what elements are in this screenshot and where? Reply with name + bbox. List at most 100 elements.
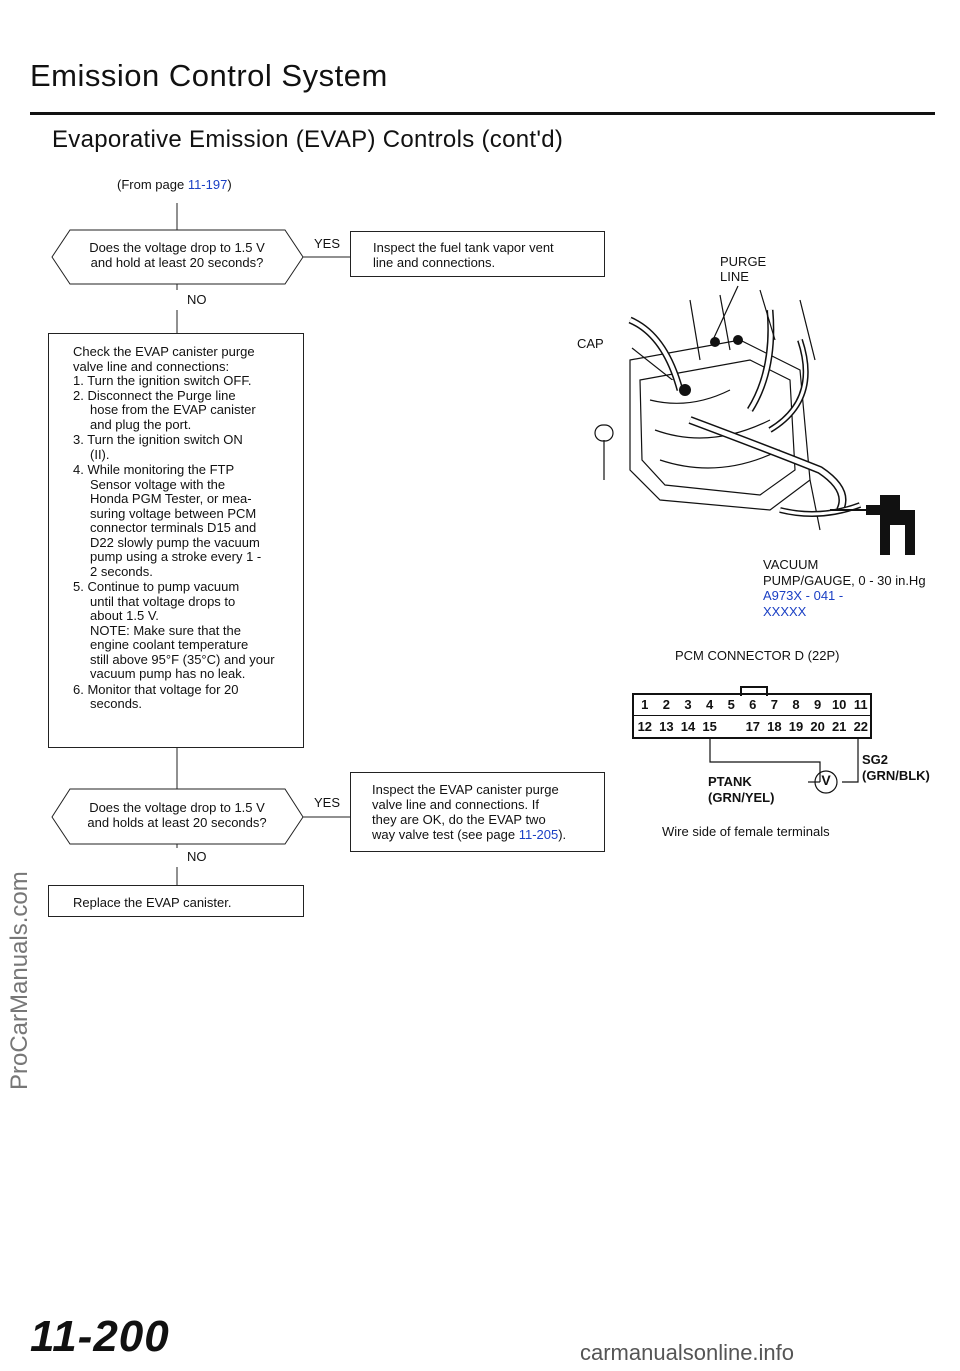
page-number: 11-200 [30,1312,170,1361]
pin-top-4: 4 [705,697,714,712]
connector-row-divider [632,715,872,716]
inspect-purge-line-3: they are OK, do the EVAP two [372,812,546,827]
inspect-purge-box: Inspect the EVAP canister purge valve li… [350,772,605,852]
inspect-vent-line-2: line and connections. [373,255,496,270]
pin-bottom-1: 12 [637,719,653,734]
inspect-purge-line-4-prefix: way valve test (see page [372,827,519,842]
vacuum-pump-part-link-2[interactable]: XXXXX [763,603,807,619]
purge-line-label-2: LINE [720,269,749,284]
step-5-note-2: engine coolant temperature [90,637,249,652]
step-5-line-3: about 1.5 V. [90,608,159,623]
connector-key [740,686,768,696]
sg2-label-2: (GRN/BLK) [862,768,930,783]
illustration-leaders [631,285,739,380]
two-way-valve-page-link[interactable]: 11-205 [518,827,559,842]
pin-top-3: 3 [684,697,692,712]
pin-top-9: 9 [813,697,822,712]
question-2-line-1: Does the voltage drop to 1.5 V [89,800,265,815]
pin-bottom-11: 22 [853,719,869,734]
title-rule [30,112,935,115]
side-watermark: ProCarManuals.com [6,871,33,1090]
step-5-note-3: still above 95°F (35°C) and your [90,651,275,667]
step-4-line-7: pump using a stroke every 1 - [90,549,262,564]
pin-bottom-10: 21 [831,719,847,734]
vacuum-pump-label-1: VACUUM [763,557,819,572]
sg2-label-1: SG2 [862,752,889,767]
inspect-vent-line-1: Inspect the fuel tank vapor vent [373,240,554,255]
step-5-note: NOTE: Make sure that the [90,622,242,638]
connector-caption: Wire side of female terminals [662,824,830,839]
step-4-line-8: 2 seconds. [90,563,153,579]
step-4: 4. While monitoring the FTP [73,462,235,477]
pin-top-10: 10 [831,697,847,712]
pin-bottom-3: 14 [680,719,696,734]
pin-top-7: 7 [770,697,778,712]
pin-top-8: 8 [792,697,800,712]
procedure-intro-1: Check the EVAP canister purge [73,344,255,359]
step-3-line-2: (II). [90,446,110,462]
replace-canister-text: Replace the EVAP canister. [73,895,232,910]
inspect-vent-box: Inspect the fuel tank vapor vent line an… [350,231,605,277]
pin-top-2: 2 [662,697,670,712]
step-6-line-2: seconds. [90,696,143,711]
pin-bottom-2: 13 [659,719,674,734]
step-2-line-3: and plug the port. [90,416,192,432]
step-3: 3. Turn the ignition switch ON [73,432,243,447]
pin-bottom-8: 19 [788,719,804,734]
evap-canister-illustration [594,289,915,555]
from-page-ref: (From page 11-197) [117,177,232,192]
question-2: Does the voltage drop to 1.5 V and holds… [62,800,292,830]
pin-top-5: 5 [727,697,735,712]
pin-top-6: 6 [749,697,757,712]
from-page-prefix: (From page [117,177,188,192]
ptank-label: PTANK (GRN/YEL) [708,774,774,806]
q1-yes-label: YES [314,236,341,251]
vacuum-pump-label: VACUUM PUMP/GAUGE, 0 - 30 in.Hg A973X - … [763,557,926,619]
inspect-purge-line-4-suffix: ). [558,827,567,842]
purge-line-label-1: PURGE [720,254,767,269]
replace-canister-box: Replace the EVAP canister. [48,885,304,917]
pin-bottom-4: 15 [702,719,717,734]
step-4-line-5: connector terminals D15 and [90,520,257,535]
vacuum-pump-part-link[interactable]: A973X - 041 - [763,588,844,603]
q2-no-label: NO [187,849,207,864]
question-1: Does the voltage drop to 1.5 V and hold … [62,240,292,270]
voltmeter-symbol: V [821,772,831,788]
q1-shape [51,229,304,285]
step-1: 1. Turn the ignition switch OFF. [73,373,252,388]
q2-shape [51,788,304,845]
step-2: 2. Disconnect the Purge line [73,387,236,403]
check-procedure-box: Check the EVAP canister purge valve line… [48,333,304,748]
step-2-line-2: hose from the EVAP canister [90,402,256,417]
bottom-watermark: carmanualsonline.info [580,1340,795,1365]
flowchart-lines [51,203,350,885]
page-title: Emission Control System [30,58,388,93]
ptank-label-1: PTANK [708,774,752,789]
section-subtitle: Evaporative Emission (EVAP) Controls (co… [52,126,564,153]
question-1-line-2: and hold at least 20 seconds? [90,255,264,270]
procedure-intro-2: valve line and connections: [73,358,230,374]
inspect-purge-line-4: way valve test (see page 11-205). [372,827,604,842]
vacuum-pump-label-2: PUMP/GAUGE, 0 - 30 in.Hg [763,572,926,588]
purge-line-label: PURGE LINE [720,254,766,284]
step-5-line-2: until that voltage drops to [90,593,236,609]
pin-top-11: 11 [853,697,868,712]
from-page-suffix: ) [227,177,232,192]
ptank-label-2: (GRN/YEL) [708,790,775,805]
pin-top-1: 1 [641,697,649,712]
meter-wiring [709,738,859,794]
step-5: 5. Continue to pump vacuum [73,579,240,594]
pin-bottom-7: 18 [767,719,782,734]
from-page-link[interactable]: 11-197 [187,177,228,192]
q1-no-label: NO [187,292,207,307]
step-4-line-3: Honda PGM Tester, or mea- [90,491,252,506]
pin-bottom-9: 20 [810,719,825,734]
q2-yes-label: YES [314,795,341,810]
sg2-label: SG2 (GRN/BLK) [862,752,930,784]
inspect-purge-line-2: valve line and connections. If [372,797,539,812]
step-4-line-4: suring voltage between PCM [90,505,257,521]
step-6: 6. Monitor that voltage for 20 [73,681,239,697]
inspect-purge-line-1: Inspect the EVAP canister purge [372,782,559,797]
cap-label: CAP [577,336,604,351]
pcm-connector [632,693,872,739]
